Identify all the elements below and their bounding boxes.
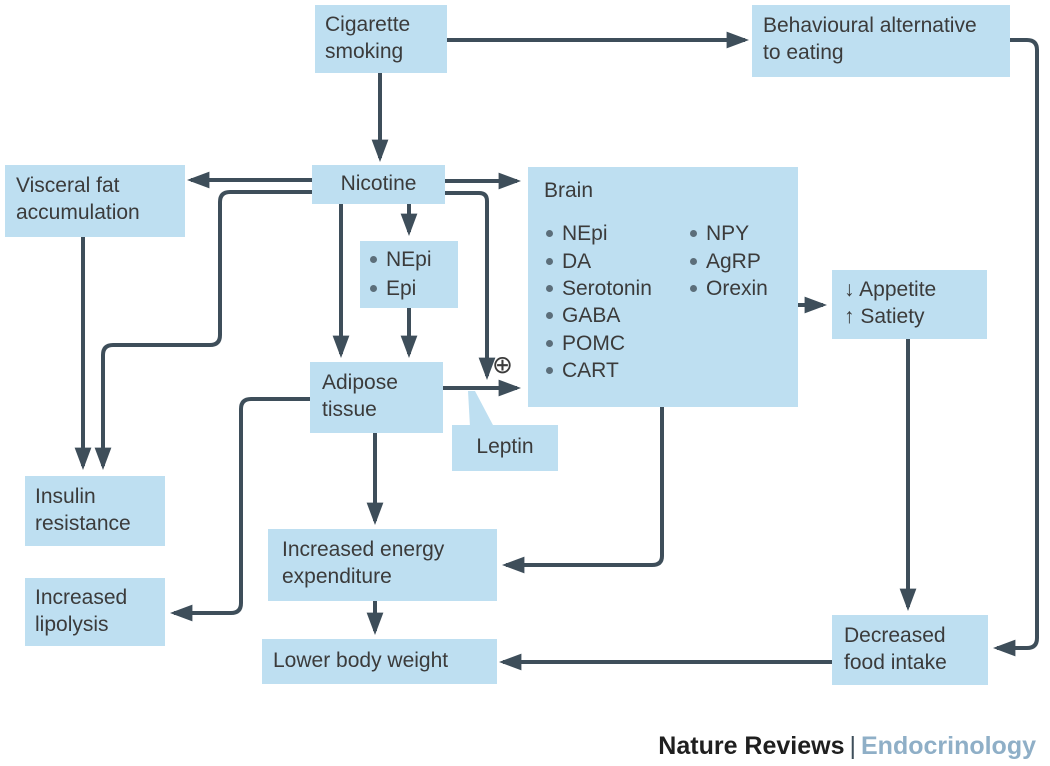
list-item: NEpi — [546, 220, 652, 247]
list-item-label: DA — [562, 249, 592, 273]
list-item-label: NEpi — [386, 248, 432, 271]
list-item-label: GABA — [562, 304, 621, 328]
edge-brain-to-energy — [501, 407, 664, 574]
node-cigarette-smoking: Cigarette smoking — [315, 5, 447, 73]
journal-brand: Nature Reviews — [658, 732, 845, 760]
brain-neuropeptide-list: NPY AgRP Orexin — [690, 220, 768, 302]
list-item-label: Epi — [386, 277, 417, 300]
nepi-epi-list: NEpi Epi — [370, 245, 448, 303]
bullet-icon — [546, 257, 553, 265]
node-behavioural-alternative: Behavioural alternative to eating — [752, 5, 1010, 77]
list-item: Serotonin — [546, 275, 652, 302]
edge-nicotine-to-insulin — [94, 190, 312, 471]
bullet-icon — [546, 284, 553, 292]
plus-stimulation-icon: ⊕ — [492, 351, 513, 379]
node-decreased-food-intake: Decreased food intake — [832, 615, 988, 685]
node-leptin-callout: Leptin — [452, 425, 558, 471]
bullet-icon — [546, 230, 553, 238]
node-increased-energy-expenditure: Increased energy expenditure — [268, 529, 497, 601]
list-item: Orexin — [690, 275, 768, 302]
node-nepi-epi: NEpi Epi — [360, 241, 458, 308]
list-item: DA — [546, 247, 652, 274]
journal-credit: Nature Reviews|Endocrinology — [658, 732, 1036, 761]
list-item-label: Orexin — [706, 276, 768, 300]
node-adipose-tissue: Adipose tissue — [310, 362, 443, 433]
list-item: NPY — [690, 220, 768, 247]
list-item: CART — [546, 357, 652, 384]
edge-behavioural-to-decreased — [992, 38, 1039, 657]
bullet-icon — [370, 256, 377, 263]
list-item: POMC — [546, 330, 652, 357]
bullet-icon — [690, 230, 697, 238]
list-item: NEpi — [370, 245, 448, 274]
bullet-icon — [546, 339, 553, 347]
list-item-label: NPY — [706, 222, 750, 246]
edge-nicotine-to-leptin-signal — [445, 191, 496, 381]
list-item: AgRP — [690, 247, 768, 274]
list-item-label: CART — [562, 359, 619, 383]
node-brain: Brain NEpi DA Serotonin GABA POMC — [528, 167, 798, 407]
node-nicotine: Nicotine — [312, 165, 445, 204]
list-item: GABA — [546, 302, 652, 329]
node-lower-body-weight: Lower body weight — [262, 639, 497, 684]
bullet-icon — [370, 285, 377, 292]
leptin-callout-tail — [468, 391, 494, 427]
bullet-icon — [546, 367, 553, 375]
node-insulin-resistance: Insulin resistance — [25, 476, 165, 546]
node-increased-lipolysis: Increased lipolysis — [25, 578, 165, 646]
brain-neurotransmitter-list: NEpi DA Serotonin GABA POMC CART — [546, 220, 652, 384]
journal-separator: | — [849, 732, 857, 760]
list-item-label: Serotonin — [562, 276, 652, 300]
satiety-line: ↑ Satiety — [844, 305, 925, 328]
brain-title: Brain — [544, 179, 594, 202]
list-item-label: AgRP — [706, 249, 761, 273]
appetite-line: ↓ Appetite — [844, 278, 937, 301]
bullet-icon — [546, 312, 553, 320]
node-appetite-satiety: ↓ Appetite ↑ Satiety — [832, 270, 987, 339]
edge-adipose-to-lipolysis — [169, 397, 310, 622]
list-item-label: NEpi — [562, 222, 608, 246]
journal-name: Endocrinology — [861, 732, 1036, 760]
list-item-label: POMC — [562, 331, 625, 355]
bullet-icon — [690, 257, 697, 265]
bullet-icon — [690, 284, 697, 292]
node-visceral-fat-accumulation: Visceral fat accumulation — [5, 165, 185, 237]
list-item: Epi — [370, 274, 448, 303]
